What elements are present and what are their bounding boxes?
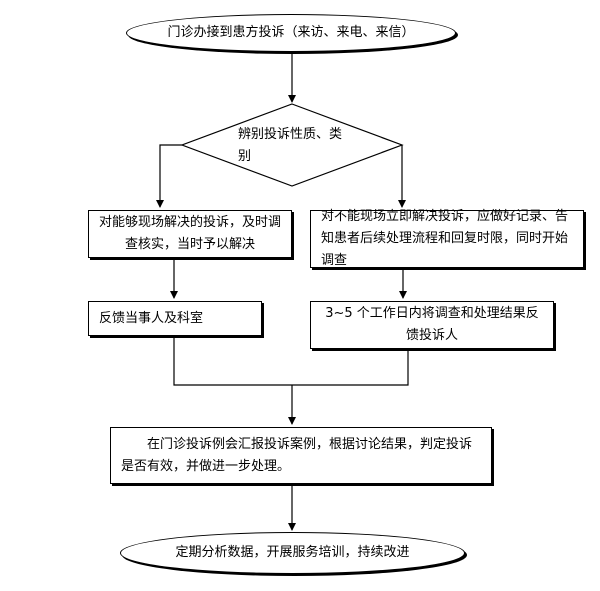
start-label: 门诊办接到患方投诉（来访、来电、来信） bbox=[167, 25, 415, 40]
end-ellipse: 定期分析数据，开展服务培训，持续改进 bbox=[120, 532, 465, 574]
arrow-decision-to-left bbox=[156, 144, 182, 208]
left-feedback-text: 反馈当事人及科室 bbox=[99, 310, 204, 326]
merge-line-left bbox=[173, 336, 292, 386]
left-process-box: 对能够现场解决的投诉，及时调查核实，当时予以解决 bbox=[88, 210, 292, 258]
start-ellipse: 门诊办接到患方投诉（来访、来电、来信） bbox=[126, 14, 456, 52]
right-feedback-box: 3~5 个工作日内将调查和处理结果反馈投诉人 bbox=[310, 301, 554, 349]
end-label: 定期分析数据，开展服务培训，持续改进 bbox=[175, 545, 410, 560]
right-process-text: 对不能现场立即解决投诉，应做好记录、告知患者后续处理流程和回复时限，同时开始调查 bbox=[321, 209, 569, 268]
right-process-box: 对不能现场立即解决投诉，应做好记录、告知患者后续处理流程和回复时限，同时开始调查 bbox=[310, 209, 584, 268]
decision-label: 辨别投诉性质、类别 bbox=[238, 124, 350, 168]
review-box: 在门诊投诉例会汇报投诉案例，根据讨论结果，判定投诉是否有效，并做进一步处理。 bbox=[110, 427, 492, 484]
decision-text: 辨别投诉性质、类别 bbox=[238, 127, 343, 164]
merge-line-right bbox=[292, 349, 409, 386]
right-feedback-text: 3~5 个工作日内将调查和处理结果反馈投诉人 bbox=[325, 306, 539, 343]
decision-diamond bbox=[180, 103, 404, 187]
left-process-text: 对能够现场解决的投诉，及时调查核实，当时予以解决 bbox=[98, 215, 281, 252]
review-text: 在门诊投诉例会汇报投诉案例，根据讨论结果，判定投诉是否有效，并做进一步处理。 bbox=[121, 436, 473, 474]
left-feedback-box: 反馈当事人及科室 bbox=[88, 301, 262, 336]
